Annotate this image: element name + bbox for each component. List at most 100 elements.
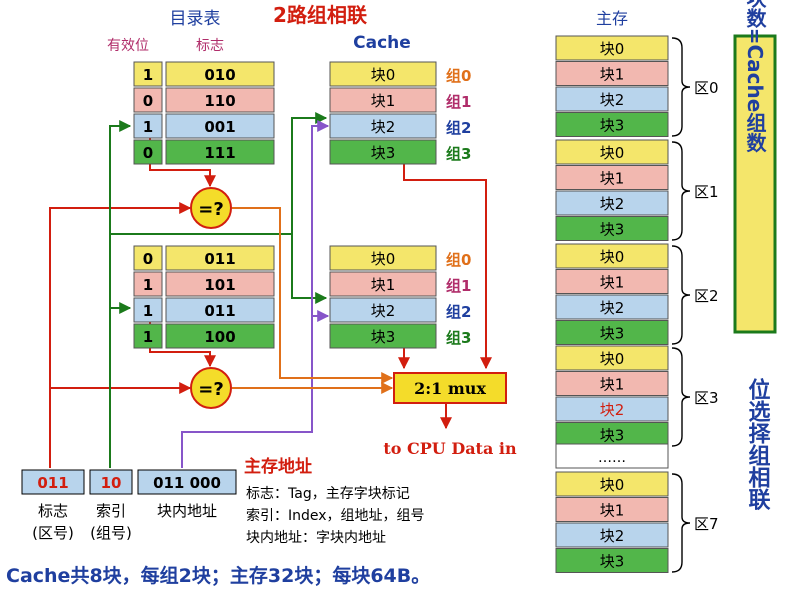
address-register: 011 10 011 000 xyxy=(21,469,237,495)
cache-block: 块3 组3 xyxy=(329,139,471,165)
memory-block-label: 块1 xyxy=(600,274,625,292)
directory-row: 1 100 xyxy=(133,323,275,349)
memory-block-label: 块2 xyxy=(600,195,625,213)
memory-block: 块3 xyxy=(555,422,669,447)
tag-value: 110 xyxy=(204,92,235,110)
connection-wires xyxy=(49,112,492,468)
valid-bit: 1 xyxy=(143,328,153,346)
memory-block: 块0 xyxy=(555,345,669,371)
legend-line-0: 标志：Tag，主存字块标记 xyxy=(246,486,410,502)
directory-row: 1 011 xyxy=(133,297,275,323)
memory-block-label: 块2 xyxy=(600,527,625,545)
cache-group-label: 组3 xyxy=(446,329,471,347)
address-tag-caption: 标志 xyxy=(38,502,68,520)
page-title: 2路组相联 xyxy=(273,3,367,27)
memory-block: 块2 xyxy=(555,190,669,216)
cache-title: Cache xyxy=(353,33,411,53)
memory-block-label: 块2 xyxy=(600,91,625,109)
comparator-1: =? xyxy=(190,367,232,409)
address-title: 主存地址 xyxy=(244,456,312,477)
memory-block: 块2 xyxy=(555,86,669,112)
valid-bit: 0 xyxy=(143,250,153,268)
tag-value: 011 xyxy=(204,302,235,320)
comparator-1-label: =? xyxy=(198,379,224,400)
legend-line-2: 块内地址：字块内地址 xyxy=(246,530,386,546)
tag-value: 111 xyxy=(204,144,235,162)
zone-count-box: 区内块数=Cache组数 xyxy=(733,0,777,334)
comparator-0-label: =? xyxy=(198,199,224,220)
cache-group-label: 组2 xyxy=(446,303,471,321)
footer-note: Cache共8块，每组2块；主存32块；每块64B。 xyxy=(6,564,430,587)
memory-ellipsis-box xyxy=(555,443,669,469)
zone-count-label: 区内块数=Cache组数 xyxy=(743,0,767,153)
cache-group-label: 组2 xyxy=(446,119,471,137)
cmp-out-wire-0 xyxy=(232,207,394,384)
cache-block: 块2 组2 xyxy=(329,113,471,139)
memory-block: 块1 xyxy=(555,165,669,190)
memory-block: 块2 xyxy=(555,396,669,422)
cache-block-label: 块0 xyxy=(371,250,396,268)
memory-block: 块3 xyxy=(555,112,669,137)
zone-brace xyxy=(671,37,691,137)
tag-value: 011 xyxy=(204,250,235,268)
cache-block-label: 块2 xyxy=(371,118,396,136)
memory-block-label: 块2 xyxy=(600,299,625,317)
memory-block: 块3 xyxy=(555,548,669,573)
tag-wire xyxy=(49,202,192,468)
address-offset-value: 011 000 xyxy=(153,474,221,492)
cache-group-label: 组3 xyxy=(446,145,471,163)
memory-block: 块0 xyxy=(555,471,669,497)
zone-brace xyxy=(671,347,691,447)
memory-block-label: 块2 xyxy=(600,401,625,419)
address-index-caption-2: (组号) xyxy=(90,524,132,542)
address-tag-value: 011 xyxy=(37,474,68,492)
memory-block-label: 块1 xyxy=(600,66,625,84)
index-wire-4 xyxy=(291,234,328,304)
valid-bit: 1 xyxy=(143,302,153,320)
memory-block-label: 块0 xyxy=(600,40,625,58)
bit-select-label: 位选择组相联 xyxy=(745,377,771,511)
valid-bit: 0 xyxy=(143,144,153,162)
zone-label: 区3 xyxy=(694,389,719,407)
directory-row: 0 110 xyxy=(133,87,275,113)
memory-block-label: 块1 xyxy=(600,376,625,394)
memory-block: 块3 xyxy=(555,216,669,241)
memory-block: 块1 xyxy=(555,371,669,396)
valid-bit: 0 xyxy=(143,92,153,110)
memory-block: 块1 xyxy=(555,497,669,522)
index-wire xyxy=(109,120,132,468)
tag-column-header: 标志 xyxy=(196,38,224,54)
directory-title: 目录表 xyxy=(170,9,221,29)
address-tag-caption-2: (区号) xyxy=(32,524,74,542)
zone-brace xyxy=(671,245,691,345)
cache-group-label: 组1 xyxy=(446,93,471,111)
tag-value: 100 xyxy=(204,328,235,346)
cache-block-label: 块1 xyxy=(371,276,396,294)
memory-block: 块0 xyxy=(555,35,669,61)
memory-block-label: 块3 xyxy=(600,427,625,445)
zone-brace xyxy=(671,473,691,573)
valid-bit: 1 xyxy=(143,118,153,136)
memory-block-label: 块1 xyxy=(600,502,625,520)
zone-brace xyxy=(671,141,691,241)
cache-block-label: 块3 xyxy=(371,144,396,162)
zone-label: 区7 xyxy=(694,515,719,533)
memory-block: 块3 xyxy=(555,320,669,345)
memory-block: 块2 xyxy=(555,522,669,548)
memory-block-label: 块0 xyxy=(600,350,625,368)
cache-block-label: 块3 xyxy=(371,328,396,346)
valid-bit: 1 xyxy=(143,66,153,84)
cache-block: 块3 组3 xyxy=(329,323,471,349)
memory-block: 块0 xyxy=(555,243,669,269)
